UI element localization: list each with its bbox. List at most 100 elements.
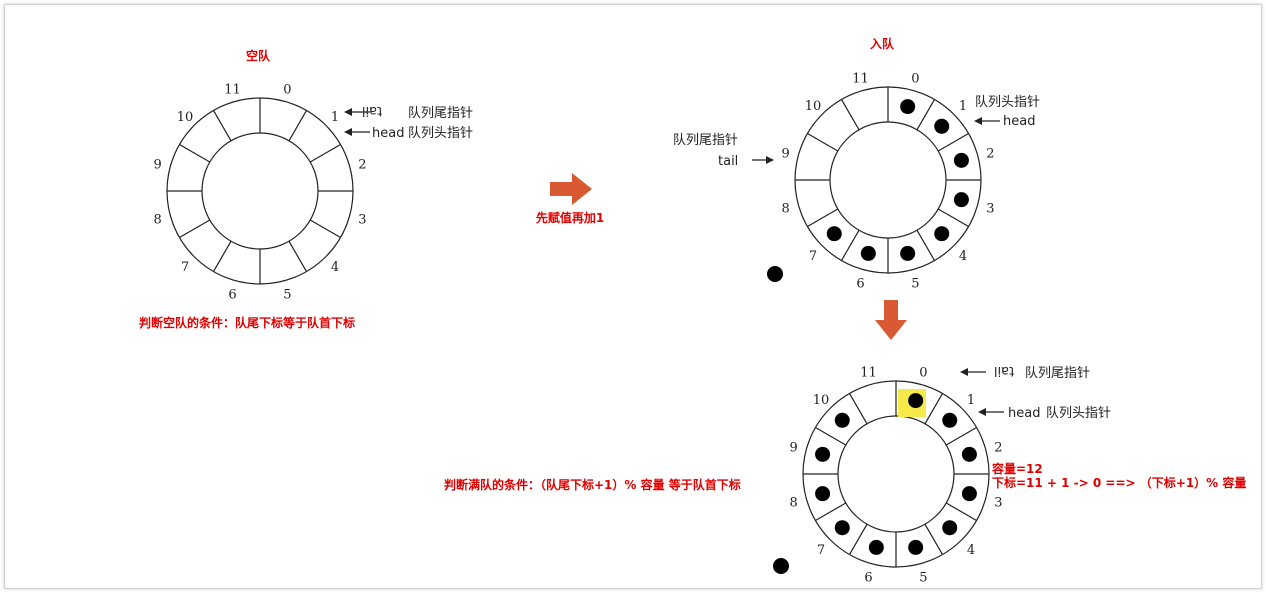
queue-element bbox=[826, 226, 842, 242]
index-label: 1 bbox=[967, 393, 975, 408]
empty-head-arrowhead bbox=[344, 128, 352, 136]
queue-element bbox=[900, 99, 916, 115]
cell-divider bbox=[309, 219, 341, 239]
index-label: 8 bbox=[789, 495, 797, 510]
cell-divider bbox=[840, 99, 860, 131]
cell-divider bbox=[848, 393, 868, 425]
queue-element bbox=[942, 412, 958, 428]
full-condition: 判断满队的条件：（队尾下标+1）% 容量 等于队首下标 bbox=[444, 477, 741, 492]
queue-element bbox=[953, 152, 969, 168]
queue-element bbox=[815, 486, 831, 502]
queue-element bbox=[961, 446, 977, 462]
index-label: 1 bbox=[959, 99, 967, 114]
empty-tail-arrowhead bbox=[344, 108, 352, 116]
full-queue-ring bbox=[802, 380, 990, 568]
queue-element bbox=[953, 192, 969, 208]
index-label: 6 bbox=[856, 276, 864, 291]
empty-head-pointer-text: 队列头指针 bbox=[408, 126, 473, 141]
cell-divider bbox=[288, 240, 308, 272]
cell-divider bbox=[815, 502, 847, 522]
cell-divider bbox=[924, 523, 944, 555]
queue-element bbox=[868, 539, 884, 555]
index-label: 5 bbox=[911, 276, 919, 291]
cell-divider bbox=[945, 426, 977, 446]
index-label: 0 bbox=[283, 83, 291, 98]
index-label: 10 bbox=[805, 99, 822, 114]
cell-divider bbox=[945, 502, 977, 522]
transition-step-text: 先赋值再加1 bbox=[536, 210, 604, 225]
cell-divider bbox=[848, 523, 868, 555]
cell-divider bbox=[309, 143, 341, 163]
index-label: 2 bbox=[358, 158, 366, 173]
queue-element bbox=[860, 245, 876, 261]
index-label: 11 bbox=[852, 72, 869, 87]
image-frame bbox=[4, 4, 1262, 589]
cell-divider bbox=[179, 219, 211, 239]
cell-divider bbox=[937, 208, 969, 228]
full-queue-elements bbox=[815, 393, 977, 555]
cell-divider bbox=[212, 240, 232, 272]
queue-element bbox=[934, 226, 950, 242]
full-tail-label: tail bbox=[994, 363, 1014, 378]
cell-divider bbox=[937, 132, 969, 152]
enqueue-head-pointer-text: 队列头指针 bbox=[975, 95, 1040, 110]
inner-circle bbox=[829, 121, 947, 239]
full-queue-incoming-element bbox=[773, 558, 789, 574]
queue-element bbox=[908, 539, 924, 555]
empty-head-label: head bbox=[372, 126, 404, 141]
empty-queue-ring bbox=[166, 97, 354, 285]
enqueue-tail-pointer-text: 队列尾指针 bbox=[673, 133, 738, 148]
index-label: 3 bbox=[986, 201, 994, 216]
full-tail-pointer-text: 队列尾指针 bbox=[1025, 366, 1090, 381]
index-label: 11 bbox=[224, 83, 241, 98]
index-label: 5 bbox=[919, 570, 927, 585]
queue-element bbox=[942, 520, 958, 536]
empty-queue-title: 空队 bbox=[246, 48, 271, 63]
index-label: 8 bbox=[153, 212, 161, 227]
cell-divider bbox=[288, 110, 308, 142]
index-label: 3 bbox=[358, 212, 366, 227]
full-tail-arrowhead bbox=[960, 368, 968, 376]
full-head-pointer-text: 队列头指针 bbox=[1046, 406, 1111, 421]
index-label: 8 bbox=[781, 201, 789, 216]
queue-element bbox=[834, 412, 850, 428]
queue-element bbox=[834, 520, 850, 536]
cell-divider bbox=[916, 229, 936, 261]
down-arrow-icon bbox=[875, 300, 907, 340]
index-label: 4 bbox=[967, 543, 975, 558]
right-arrow-icon bbox=[550, 173, 592, 205]
cell-divider bbox=[916, 99, 936, 131]
index-label: 7 bbox=[817, 543, 825, 558]
enqueue-head-arrowhead bbox=[974, 117, 982, 125]
index-label: 2 bbox=[994, 441, 1002, 456]
enqueue-tail-arrowhead bbox=[766, 156, 774, 164]
queue-element bbox=[815, 446, 831, 462]
index-label: 7 bbox=[181, 260, 189, 275]
enqueue-incoming-element bbox=[767, 266, 783, 282]
cell-divider bbox=[807, 208, 839, 228]
index-label: 11 bbox=[860, 366, 877, 381]
index-label: 5 bbox=[283, 287, 291, 302]
cell-divider bbox=[840, 229, 860, 261]
index-label: 3 bbox=[994, 495, 1002, 510]
index-label: 4 bbox=[959, 249, 967, 264]
empty-tail-label: tail bbox=[362, 103, 382, 118]
index-label: 4 bbox=[331, 260, 339, 275]
empty-tail-pointer-text: 队列尾指针 bbox=[408, 106, 473, 121]
enqueue-title: 入队 bbox=[870, 36, 895, 51]
index-label: 0 bbox=[911, 72, 919, 87]
index-label: 2 bbox=[986, 147, 994, 162]
enqueue-tail-label: tail bbox=[718, 154, 738, 169]
inner-circle bbox=[837, 415, 955, 533]
index-label: 9 bbox=[781, 147, 789, 162]
index-label: 10 bbox=[177, 110, 194, 125]
full-head-label: head bbox=[1008, 406, 1040, 421]
enqueue-elements bbox=[826, 99, 969, 261]
cell-divider bbox=[212, 110, 232, 142]
